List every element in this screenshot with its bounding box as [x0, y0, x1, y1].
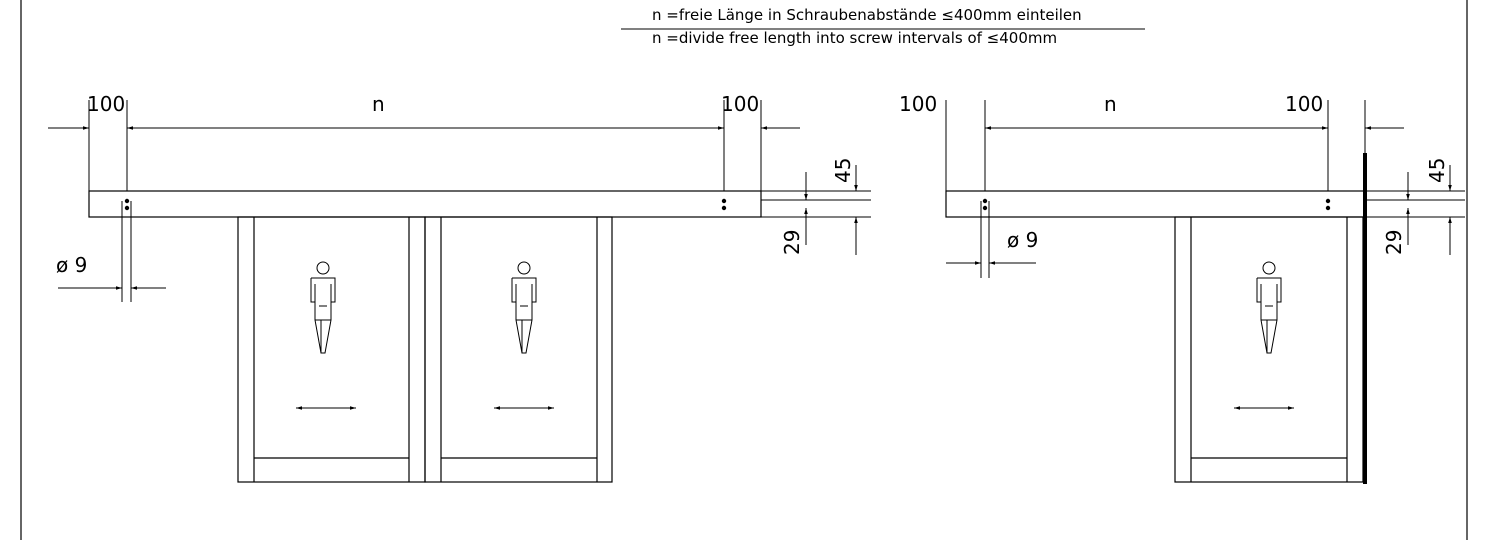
right-plate — [945, 190, 1365, 218]
right-dim-n: n — [1104, 92, 1117, 116]
left-cabin-1 — [237, 216, 426, 483]
right-dim-29: 29 — [1382, 230, 1406, 255]
left-dim-100-left: 100 — [87, 92, 125, 116]
right-dim-45: 45 — [1425, 158, 1449, 183]
left-dim-100-right: 100 — [721, 92, 759, 116]
left-dim-29: 29 — [780, 230, 804, 255]
left-dim-n: n — [372, 92, 385, 116]
right-cabin — [1174, 216, 1364, 483]
drawing-frame — [20, 0, 1468, 540]
left-dim-hole: ø 9 — [56, 253, 87, 277]
right-dim-100-right: 100 — [1285, 92, 1323, 116]
left-drawing: 100 n 100 ø 9 45 29 — [48, 92, 871, 483]
left-dim-45: 45 — [831, 158, 855, 183]
left-screw-holes — [124, 198, 727, 211]
right-dim-hole: ø 9 — [1007, 228, 1038, 252]
left-plate — [88, 190, 762, 218]
note-german: n =freie Länge in Schraubenabstände ≤400… — [652, 6, 1082, 24]
left-cabin-2 — [424, 216, 613, 483]
note-block: n =freie Länge in Schraubenabstände ≤400… — [621, 6, 1145, 47]
right-dim-100-left: 100 — [899, 92, 937, 116]
right-drawing: 100 n 100 ø 9 45 29 — [899, 92, 1465, 484]
note-english: n =divide free length into screw interva… — [652, 29, 1057, 47]
right-screw-holes — [982, 198, 1331, 211]
